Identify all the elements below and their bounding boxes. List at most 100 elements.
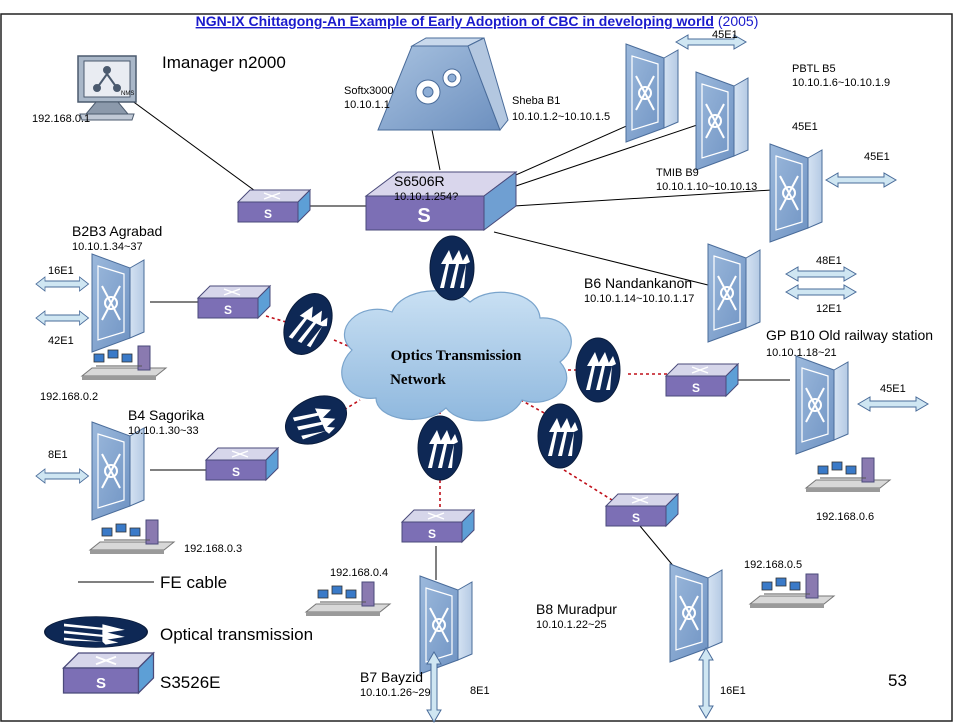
link-b2b3-arrow-1 [35, 276, 89, 292]
nms-name: Imanager n2000 [162, 53, 286, 72]
site-pbtl-name: PBTL B5 [792, 63, 836, 75]
site-b8-pc-ip: 192.168.0.5 [744, 559, 802, 571]
site-b6-device[interactable] [707, 243, 761, 343]
legend-fe-label: FE cable [160, 573, 227, 592]
core-switch[interactable]: S [364, 171, 518, 231]
site-b6-name: B6 Nandankanon [584, 275, 692, 291]
site-b4-name: B4 Sagorika [128, 407, 204, 423]
link-gp-arrow [857, 396, 929, 412]
site-b8-name: B8 Muradpur [536, 601, 617, 617]
core-switch-name: S6506R [394, 173, 445, 189]
link-b6-label-2: 12E1 [816, 303, 842, 315]
site-gp-switch[interactable]: S [665, 363, 739, 397]
site-b2b3-switch[interactable]: S [197, 285, 271, 319]
link-b6-label-1: 48E1 [816, 255, 842, 267]
site-b7-name: B7 Bayzid [360, 669, 423, 685]
link-b4-arrow [35, 468, 89, 484]
site-b7-device[interactable] [419, 575, 473, 675]
site-b7-range: 10.10.1.26~29 [360, 687, 431, 699]
core-switch-glyph: S [417, 205, 430, 227]
link-b6-arrow-2 [785, 284, 857, 300]
core-switch-ip: 10.10.1.254? [394, 191, 458, 203]
link-b2b3-arrow-2 [35, 310, 89, 326]
site-b2b3-name: B2B3 Agrabad [72, 223, 162, 239]
link-tmib-label: 45E1 [864, 151, 890, 163]
softx-server[interactable] [377, 37, 509, 131]
switch-glyph: S [232, 465, 240, 479]
site-b4-range: 10.10.1.30~33 [128, 425, 199, 437]
switch-glyph: S [224, 303, 232, 317]
optics-cloud: Optics Transmission Network [341, 290, 572, 422]
switch-glyph: S [264, 207, 272, 221]
optical-node-b7[interactable] [417, 415, 463, 481]
site-tmib-device[interactable] [769, 143, 823, 243]
gear-icon [415, 68, 462, 105]
site-b7-pc-ip: 192.168.0.4 [330, 567, 388, 579]
site-gp-name: GP B10 Old railway station [766, 327, 933, 343]
switch-glyph: S [692, 381, 700, 395]
switch-glyph: S [632, 511, 640, 525]
slide-frame [0, 13, 953, 722]
legend-optical-icon [43, 615, 148, 649]
site-b8-range: 10.10.1.22~25 [536, 619, 607, 631]
link-pbtl-label: 45E1 [792, 121, 818, 133]
site-b7-switch[interactable]: S [401, 509, 475, 543]
link-b6-arrow-1 [785, 266, 857, 282]
cloud-label-line2: Network [390, 372, 446, 388]
site-b6-range: 10.10.1.14~10.10.1.17 [584, 293, 694, 305]
optical-node-gp[interactable] [575, 337, 621, 403]
link-b7-label: 8E1 [470, 685, 490, 697]
softx-name: Softx3000 [344, 85, 394, 97]
nms-ip: 192.168.0.1 [32, 113, 90, 125]
site-b2b3-pc-ip: 192.168.0.2 [40, 391, 98, 403]
link-gp-label: 45E1 [880, 383, 906, 395]
link-b2b3-label-1: 16E1 [48, 265, 74, 277]
nms-workstation[interactable]: NMS [77, 55, 137, 121]
nms-switch[interactable]: S [237, 189, 311, 223]
link-b8-label: 16E1 [720, 685, 746, 697]
optical-node-b8[interactable] [537, 403, 583, 469]
fe-cables [119, 91, 790, 587]
softx-ip: 10.10.1.1 [344, 99, 390, 111]
link-b2b3-label-2: 42E1 [48, 335, 74, 347]
site-b4-pcs [89, 519, 175, 555]
site-sheba-range: 10.10.1.2~10.10.1.5 [512, 111, 610, 123]
site-pbtl-device[interactable] [695, 71, 749, 171]
site-b4-switch[interactable]: S [205, 447, 279, 481]
nms-network-icon [93, 66, 121, 92]
link-tmib-arrow [825, 172, 897, 188]
nms-screen-label: NMS [121, 91, 134, 97]
site-sheba-name: Sheba B1 [512, 95, 560, 107]
site-b8-device[interactable] [669, 563, 723, 663]
switch-glyph: S [428, 527, 436, 541]
site-b2b3-device[interactable] [91, 253, 145, 353]
site-gp-pc-ip: 192.168.0.6 [816, 511, 874, 523]
site-tmib-range: 10.10.1.10~10.10.13 [656, 181, 757, 193]
optical-node-b4[interactable] [277, 386, 355, 454]
link-b4-label: 8E1 [48, 449, 68, 461]
cloud-label-line1: Optics Transmission [391, 348, 522, 364]
link-b8-arrow [698, 647, 714, 719]
legend-switch-icon: S [62, 652, 155, 694]
legend: FE cable Optical transmission S S3526E [43, 573, 313, 694]
site-pbtl-range: 10.10.1.6~10.10.1.9 [792, 77, 890, 89]
page-number: 53 [888, 671, 907, 690]
legend-switch-label: S3526E [160, 673, 221, 692]
site-b8-switch[interactable]: S [605, 493, 679, 527]
optical-node-b2b3[interactable] [274, 285, 342, 363]
site-gp-range: 10.10.1.18~21 [766, 347, 837, 359]
site-sheba-device[interactable] [625, 43, 679, 143]
optical-node-core[interactable] [429, 235, 475, 301]
site-tmib-name: TMIB B9 [656, 167, 699, 179]
site-b8-pcs [749, 573, 835, 609]
site-b2b3-range: 10.10.1.34~37 [72, 241, 143, 253]
legend-optical-label: Optical transmission [160, 625, 313, 644]
switch-glyph: S [96, 675, 106, 692]
link-sheba-label: 45E1 [712, 29, 738, 41]
site-gp-device[interactable] [795, 355, 849, 455]
slide-title: NGN-IX Chittagong-An Example of Early Ad… [196, 13, 759, 29]
site-gp-pcs [805, 457, 891, 493]
site-b4-pc-ip: 192.168.0.3 [184, 543, 242, 555]
site-b7-pcs [305, 581, 391, 617]
